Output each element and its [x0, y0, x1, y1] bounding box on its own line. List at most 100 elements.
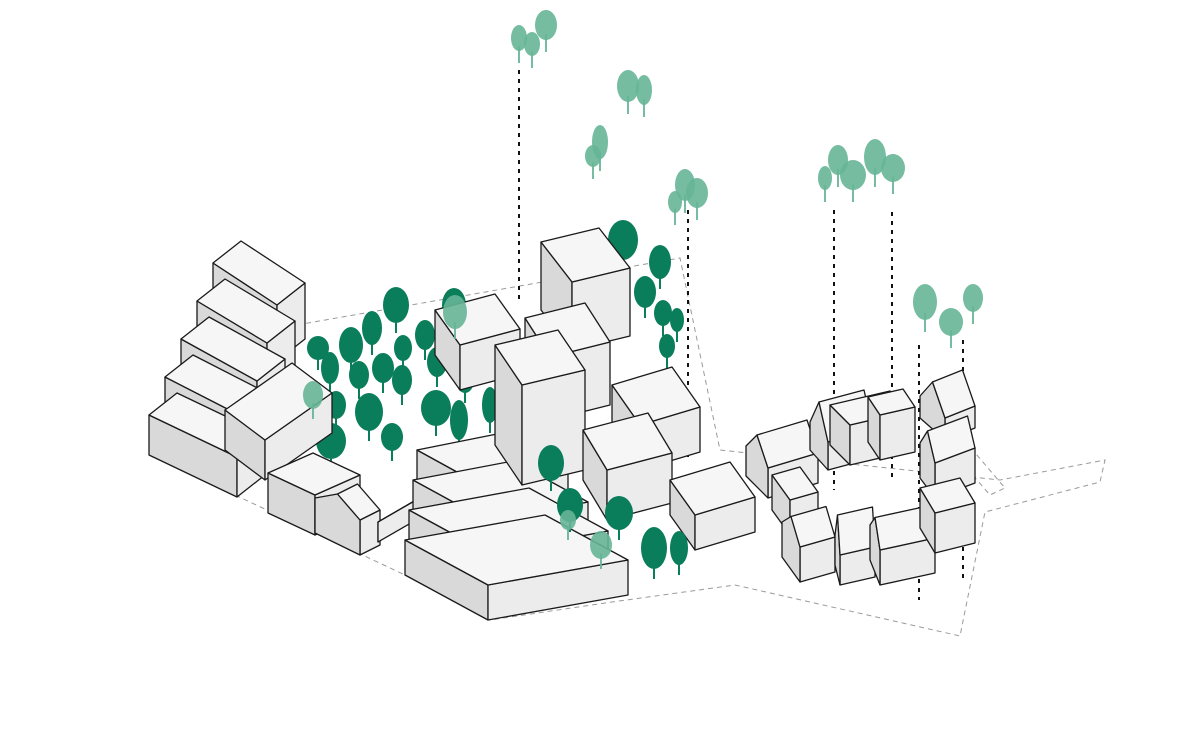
chapel	[314, 483, 381, 556]
tree-icon	[560, 510, 576, 540]
tree-icon	[538, 445, 564, 491]
tree-icon	[913, 284, 937, 332]
roof	[224, 362, 333, 441]
trees-front	[303, 295, 688, 579]
tree-icon	[818, 166, 832, 202]
tree-icon	[617, 70, 639, 114]
tree-crown	[339, 327, 363, 363]
tree-crown	[913, 284, 937, 320]
tree-crown	[392, 365, 412, 395]
tree-crown	[443, 295, 467, 329]
tree-icon	[524, 32, 540, 68]
tree-crown	[634, 276, 656, 308]
tree-crown	[668, 191, 682, 213]
tree-icon	[649, 245, 671, 289]
tree-crown	[535, 10, 557, 40]
gable-wall	[809, 401, 829, 471]
tree-crown	[349, 361, 369, 389]
tree-crown	[482, 387, 498, 423]
tree-icon	[421, 390, 451, 436]
tree-icon	[668, 191, 682, 225]
tree-icon	[307, 336, 329, 370]
roof	[267, 452, 361, 496]
tree-crown	[641, 527, 667, 569]
tree-crown	[840, 160, 866, 190]
tree-icon	[634, 276, 656, 318]
trees-elevated	[511, 10, 983, 348]
buildings	[148, 227, 976, 621]
roof	[669, 461, 756, 516]
tree-crown	[381, 423, 403, 451]
stepped-block-center-tier	[404, 514, 629, 621]
block-front	[582, 412, 673, 521]
wall-right	[879, 406, 916, 461]
house	[781, 505, 836, 583]
tree-icon	[349, 361, 369, 399]
tree-icon	[303, 381, 323, 419]
tree-crown	[686, 178, 708, 208]
tree-crown	[585, 145, 601, 167]
tree-crown	[362, 311, 382, 345]
tower-main	[494, 329, 586, 486]
house	[919, 477, 976, 554]
roof	[790, 505, 836, 548]
tree-crown	[394, 335, 412, 361]
roof	[494, 329, 586, 386]
tree-crown	[659, 334, 675, 358]
block-small	[669, 461, 756, 551]
tree-icon	[636, 75, 652, 117]
roof	[756, 419, 819, 469]
house	[834, 506, 876, 586]
tree-icon	[362, 311, 382, 355]
tree-icon	[372, 353, 394, 393]
tree-icon	[641, 527, 667, 579]
tree-crown	[538, 445, 564, 481]
tree-crown	[421, 390, 451, 426]
tree-icon	[659, 334, 675, 368]
tree-crown	[415, 320, 435, 350]
tree-crown	[372, 353, 394, 383]
tree-crown	[864, 139, 886, 175]
tree-crown	[617, 70, 639, 102]
roof	[836, 506, 876, 556]
tree-crown	[670, 531, 688, 565]
tree-crown	[939, 308, 963, 336]
tree-crown	[524, 32, 540, 56]
tree-icon	[881, 154, 905, 194]
house-row	[867, 388, 916, 461]
tree-crown	[590, 531, 612, 559]
roof	[196, 278, 296, 344]
tree-crown	[605, 496, 633, 530]
tree-crown	[307, 336, 329, 360]
tree-crown	[881, 154, 905, 182]
tree-icon	[840, 160, 866, 202]
tree-crown	[670, 308, 684, 332]
roof	[919, 477, 976, 514]
tree-icon	[939, 308, 963, 348]
tree-icon	[392, 365, 412, 405]
tree-icon	[535, 10, 557, 52]
tree-icon	[443, 295, 467, 339]
tree-crown	[818, 166, 832, 190]
tree-crown	[303, 381, 323, 409]
tree-icon	[590, 531, 612, 569]
tree-icon	[670, 308, 684, 342]
roof	[867, 388, 916, 416]
tree-icon	[654, 300, 672, 336]
tree-icon	[381, 423, 403, 461]
tree-icon	[585, 145, 601, 179]
tree-crown	[321, 352, 339, 384]
tree-crown	[560, 510, 576, 530]
stepped-block-left-wing	[224, 362, 333, 481]
tree-icon	[605, 496, 633, 540]
tree-icon	[670, 531, 688, 575]
tree-icon	[686, 178, 708, 220]
gable-wall	[834, 514, 841, 586]
roof	[582, 412, 673, 471]
gable-wall	[745, 434, 769, 499]
tree-icon	[864, 139, 886, 187]
tree-icon	[415, 320, 435, 360]
gable-wall	[314, 493, 361, 556]
roof	[404, 514, 629, 586]
